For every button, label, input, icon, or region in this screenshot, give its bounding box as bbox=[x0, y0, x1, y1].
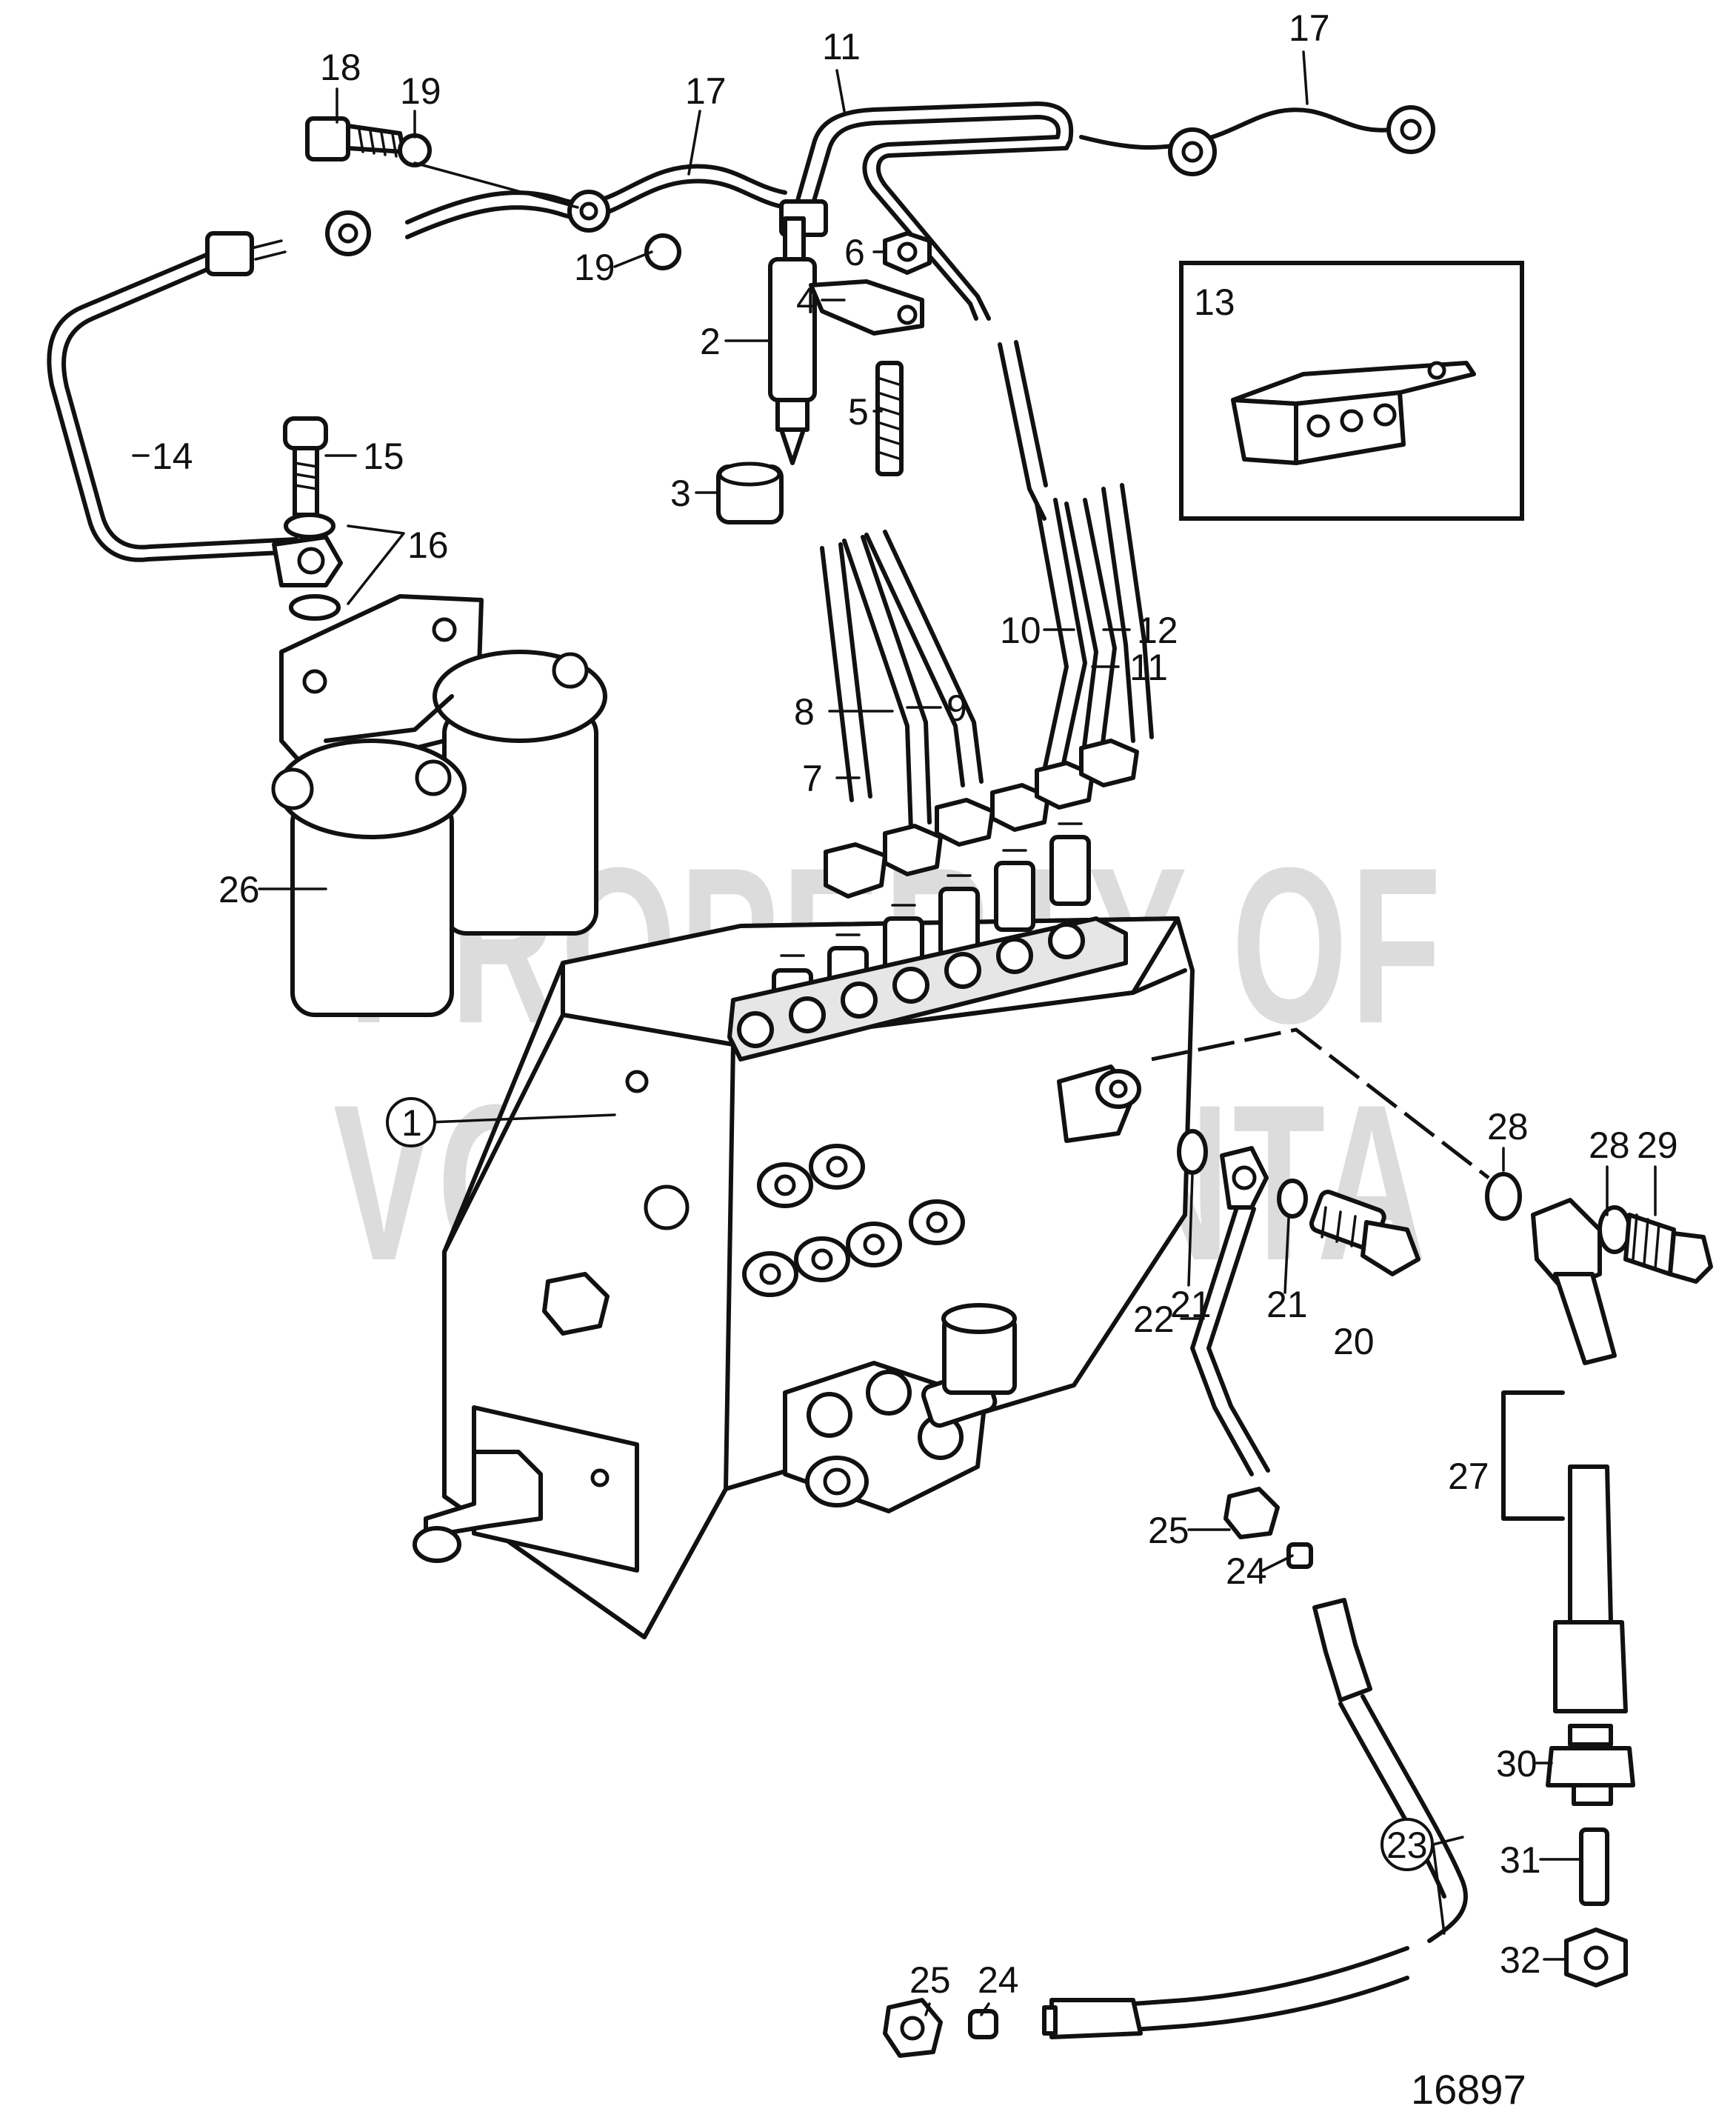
figure-number: 16897 bbox=[1411, 2066, 1526, 2113]
callout-27: 27 bbox=[1448, 1456, 1489, 1497]
callout-2: 2 bbox=[700, 321, 721, 362]
callout-25-upper: 25 bbox=[1148, 1510, 1189, 1551]
hose-27 bbox=[1501, 1390, 1628, 1713]
callout-19-top: 19 bbox=[400, 70, 441, 112]
callout-12: 12 bbox=[1137, 610, 1178, 651]
stud-5 bbox=[875, 361, 904, 476]
callout-21-left: 21 bbox=[1170, 1284, 1212, 1325]
nozzle-sleeve-3 bbox=[716, 461, 784, 524]
delivery-valve-holders bbox=[727, 822, 1128, 1062]
adapter-30 bbox=[1546, 1724, 1635, 1806]
callout-3: 3 bbox=[670, 473, 691, 514]
banjo-bolt-29 bbox=[1623, 1213, 1713, 1284]
callout-21-right: 21 bbox=[1266, 1284, 1308, 1325]
callout-24-upper: 24 bbox=[1226, 1550, 1267, 1592]
callout-5: 5 bbox=[848, 391, 869, 433]
callout-9: 9 bbox=[947, 687, 967, 729]
callout-23: 23 bbox=[1386, 1825, 1428, 1866]
callout-28-right: 28 bbox=[1589, 1124, 1630, 1166]
banjo-16 bbox=[272, 535, 343, 587]
callout-15: 15 bbox=[363, 436, 404, 477]
callout-23-circle bbox=[1381, 1818, 1434, 1871]
hose-nut-25-upper bbox=[1223, 1487, 1280, 1539]
return-pipe-14 bbox=[47, 231, 298, 562]
callout-32: 32 bbox=[1500, 1939, 1541, 1981]
callout-17-right: 17 bbox=[1289, 7, 1330, 49]
callout-25-lower: 25 bbox=[909, 1959, 951, 2001]
governor-housing bbox=[783, 1303, 1017, 1513]
washer-19-top bbox=[398, 133, 432, 167]
pipe-clamp-13 bbox=[1231, 361, 1476, 465]
callout-labels: 1 2 3 4 5 6 7 8 9 10 11 11 12 14 15 16 1… bbox=[152, 7, 1678, 2001]
washer-21-left bbox=[1177, 1129, 1208, 1175]
overflow-valve-20 bbox=[1309, 1190, 1420, 1276]
washer-16-top bbox=[284, 513, 335, 539]
callout-30: 30 bbox=[1496, 1743, 1538, 1785]
pipe-22 bbox=[1190, 1205, 1270, 1476]
washer-21-right bbox=[1277, 1179, 1308, 1219]
fuel-hose-23 bbox=[1042, 1598, 1468, 2039]
callout-4: 4 bbox=[796, 280, 817, 321]
washer-28-left bbox=[1485, 1172, 1522, 1221]
callout-6: 6 bbox=[844, 232, 865, 273]
leader-lines bbox=[132, 50, 1657, 2016]
olive-24-lower bbox=[968, 2009, 998, 2039]
leak-off-pipe-right bbox=[1079, 105, 1435, 176]
pump-side-fitting bbox=[1057, 1064, 1141, 1143]
callout-8: 8 bbox=[794, 691, 815, 733]
fuel-filter-26 bbox=[271, 594, 607, 1017]
callout-7: 7 bbox=[802, 758, 823, 799]
clamp-4 bbox=[809, 279, 924, 336]
pump-front-flange bbox=[413, 1405, 639, 1573]
leak-off-pipe-left bbox=[325, 164, 787, 256]
washer-19-bottom bbox=[644, 233, 681, 270]
callout-31: 31 bbox=[1500, 1839, 1541, 1881]
callout-18: 18 bbox=[320, 47, 361, 88]
callout-20: 20 bbox=[1333, 1321, 1375, 1362]
callout-16: 16 bbox=[407, 524, 449, 566]
hose-nut-25-lower bbox=[883, 1998, 943, 2058]
callout-17-left: 17 bbox=[685, 70, 727, 112]
callout-1-circle bbox=[386, 1097, 436, 1147]
banjo-27 bbox=[1531, 1198, 1632, 1365]
callout-29: 29 bbox=[1637, 1124, 1678, 1166]
callout-28-left: 28 bbox=[1487, 1106, 1529, 1147]
banjo-bolt-18 bbox=[305, 116, 406, 161]
assembly-line-28 bbox=[1151, 1027, 1490, 1179]
callout-10: 10 bbox=[1000, 610, 1041, 651]
callout-1: 1 bbox=[401, 1102, 422, 1144]
washer-16-bottom bbox=[289, 594, 341, 621]
injector-2 bbox=[768, 216, 817, 465]
callout-19-bottom: 19 bbox=[574, 247, 615, 288]
callout-11-lower: 11 bbox=[1129, 647, 1168, 688]
callout-26: 26 bbox=[218, 869, 260, 910]
callout-24-lower: 24 bbox=[978, 1959, 1019, 2001]
injection-pump-1 bbox=[413, 822, 1195, 1639]
pump-outlet-ports bbox=[742, 1144, 965, 1297]
pipe-nuts bbox=[824, 739, 1139, 899]
olive-24-upper bbox=[1286, 1542, 1313, 1569]
nut-32 bbox=[1564, 1927, 1628, 1987]
callout-22: 22 bbox=[1133, 1299, 1175, 1340]
banjo-bolt-15 bbox=[283, 416, 328, 517]
inset-label: 13 bbox=[1194, 281, 1235, 323]
inset-box-13: 13 bbox=[1179, 261, 1524, 521]
nut-6 bbox=[883, 231, 932, 275]
callout-14: 14 bbox=[152, 436, 193, 477]
delivery-pipes bbox=[820, 483, 1154, 899]
callout-11-top: 11 bbox=[822, 26, 861, 67]
pipe-stub-31 bbox=[1579, 1827, 1609, 1906]
banjo-22 bbox=[1220, 1146, 1269, 1210]
